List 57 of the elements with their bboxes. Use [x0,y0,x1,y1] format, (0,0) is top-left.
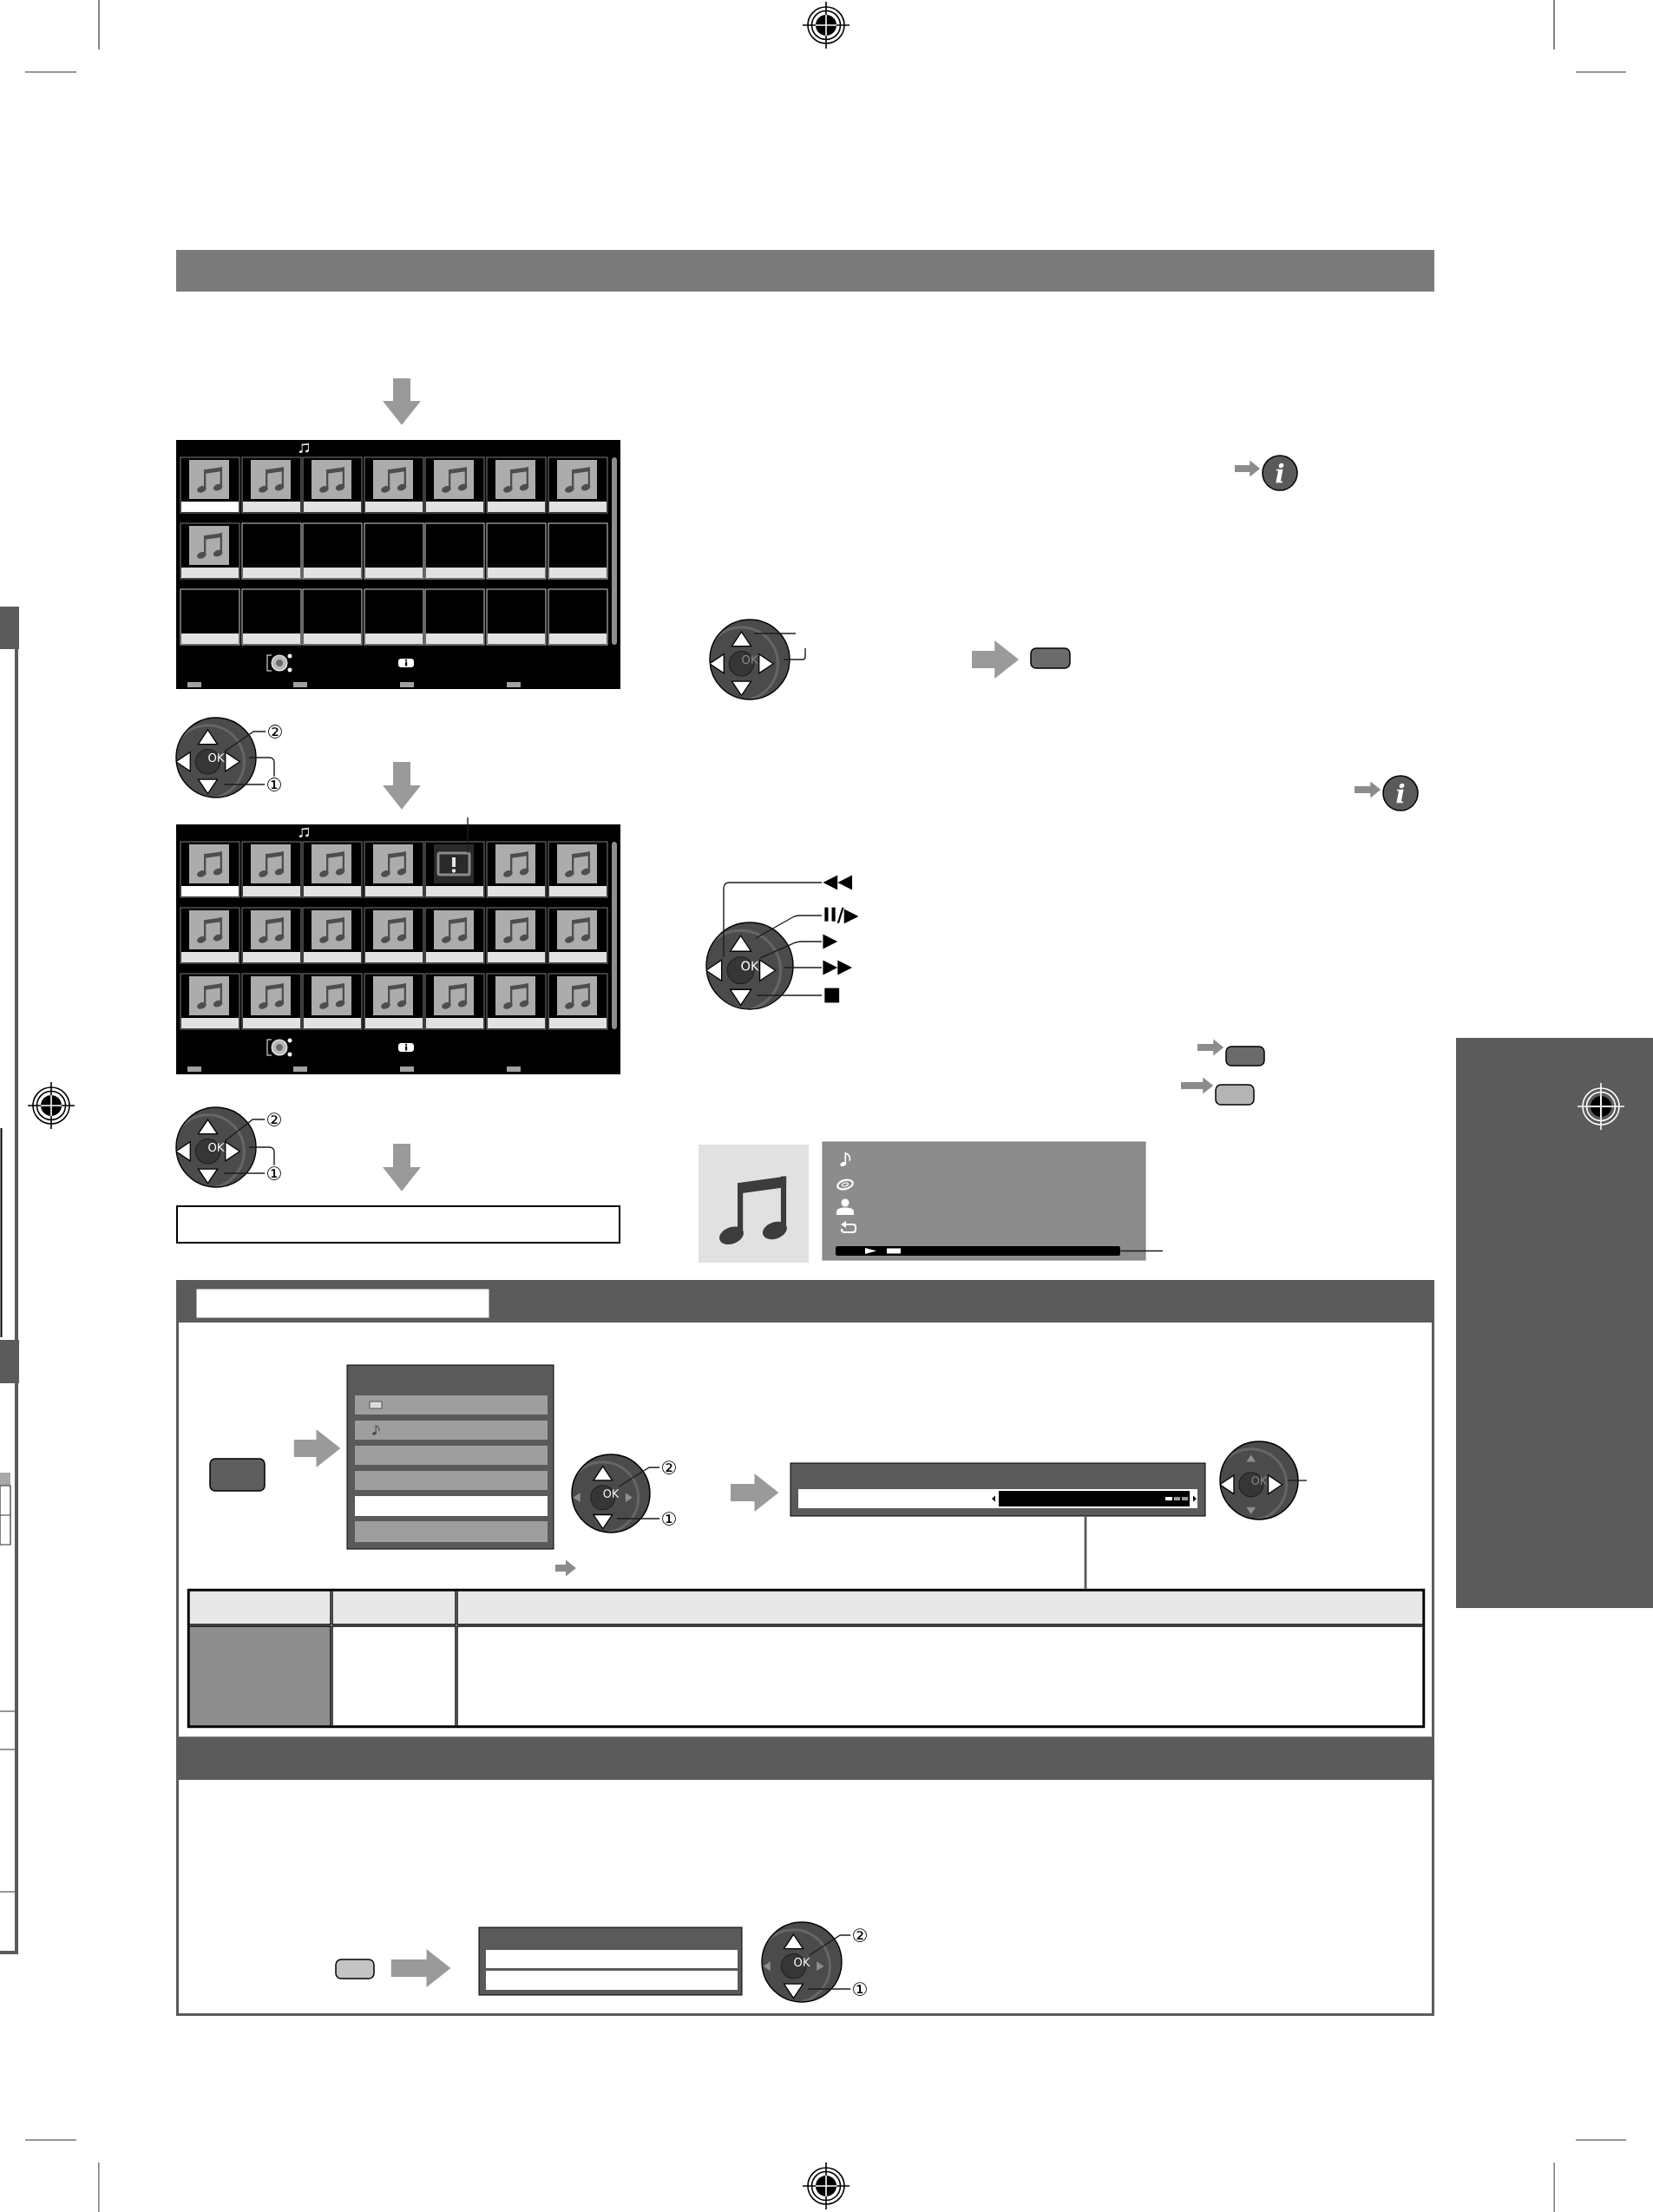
callout-number: ① [267,778,281,791]
callout-number: ① [662,1512,676,1526]
playback-symbol: ▶▶ [823,960,853,975]
leader-line [783,647,806,660]
playback-symbol: II/▶ [824,907,859,924]
menu-drawing [346,1364,554,1550]
leader-line [759,941,823,959]
remote-button [1030,647,1071,669]
setting-bar [790,1462,1206,1517]
leader-line [248,757,275,778]
remote-button [1225,1046,1265,1067]
playback-symbol: ◀◀ [823,875,853,890]
info-button: i [1382,775,1419,811]
empty-box [176,1205,620,1244]
menu-drawing [478,1926,743,1996]
remote-button [209,1458,266,1492]
remote-button [335,1959,375,1979]
direction-pad: OK [571,1454,651,1533]
leader-line [467,817,469,854]
leader-line [223,1172,266,1174]
progress-bar [836,1246,1120,1256]
callout-number: ② [268,725,282,738]
leader-line [1287,1480,1308,1481]
callout-number: ② [853,1928,867,1942]
leader-line [224,731,266,752]
leader-line [224,1119,266,1142]
leader-line [223,784,266,785]
callout-number: ① [267,1166,281,1180]
direction-pad: OK [709,619,790,700]
playback-symbol: ■ [824,988,840,1003]
leader-line [248,1146,275,1166]
leader-line [807,1988,851,1990]
callout-number: ① [853,1982,867,1996]
playback-symbol: ▶ [823,934,838,949]
leader-line [618,1467,660,1487]
leader-line [616,1518,660,1520]
leader-line [753,633,797,634]
leader-line [755,915,823,939]
leader-line [784,967,823,968]
direction-pad: OK [761,1921,843,2003]
callout-number: ② [662,1460,676,1474]
connector-line [1084,1516,1087,1589]
direction-pad: OK [175,1106,257,1188]
info-panel [822,1141,1146,1261]
table [187,1588,1426,1729]
remote-button [1215,1084,1255,1106]
leader-line [723,882,823,958]
direction-pad: OK [175,717,257,798]
direction-pad: OK [705,922,794,1010]
info-button: i [1262,455,1298,491]
direction-pad: OK [1219,1441,1299,1520]
leader-line [756,994,823,996]
leader-line [809,1934,851,1956]
leader-line [1119,1250,1164,1252]
warning-icon [436,851,471,876]
callout-number: ② [267,1113,281,1126]
heading-box [195,1288,490,1319]
